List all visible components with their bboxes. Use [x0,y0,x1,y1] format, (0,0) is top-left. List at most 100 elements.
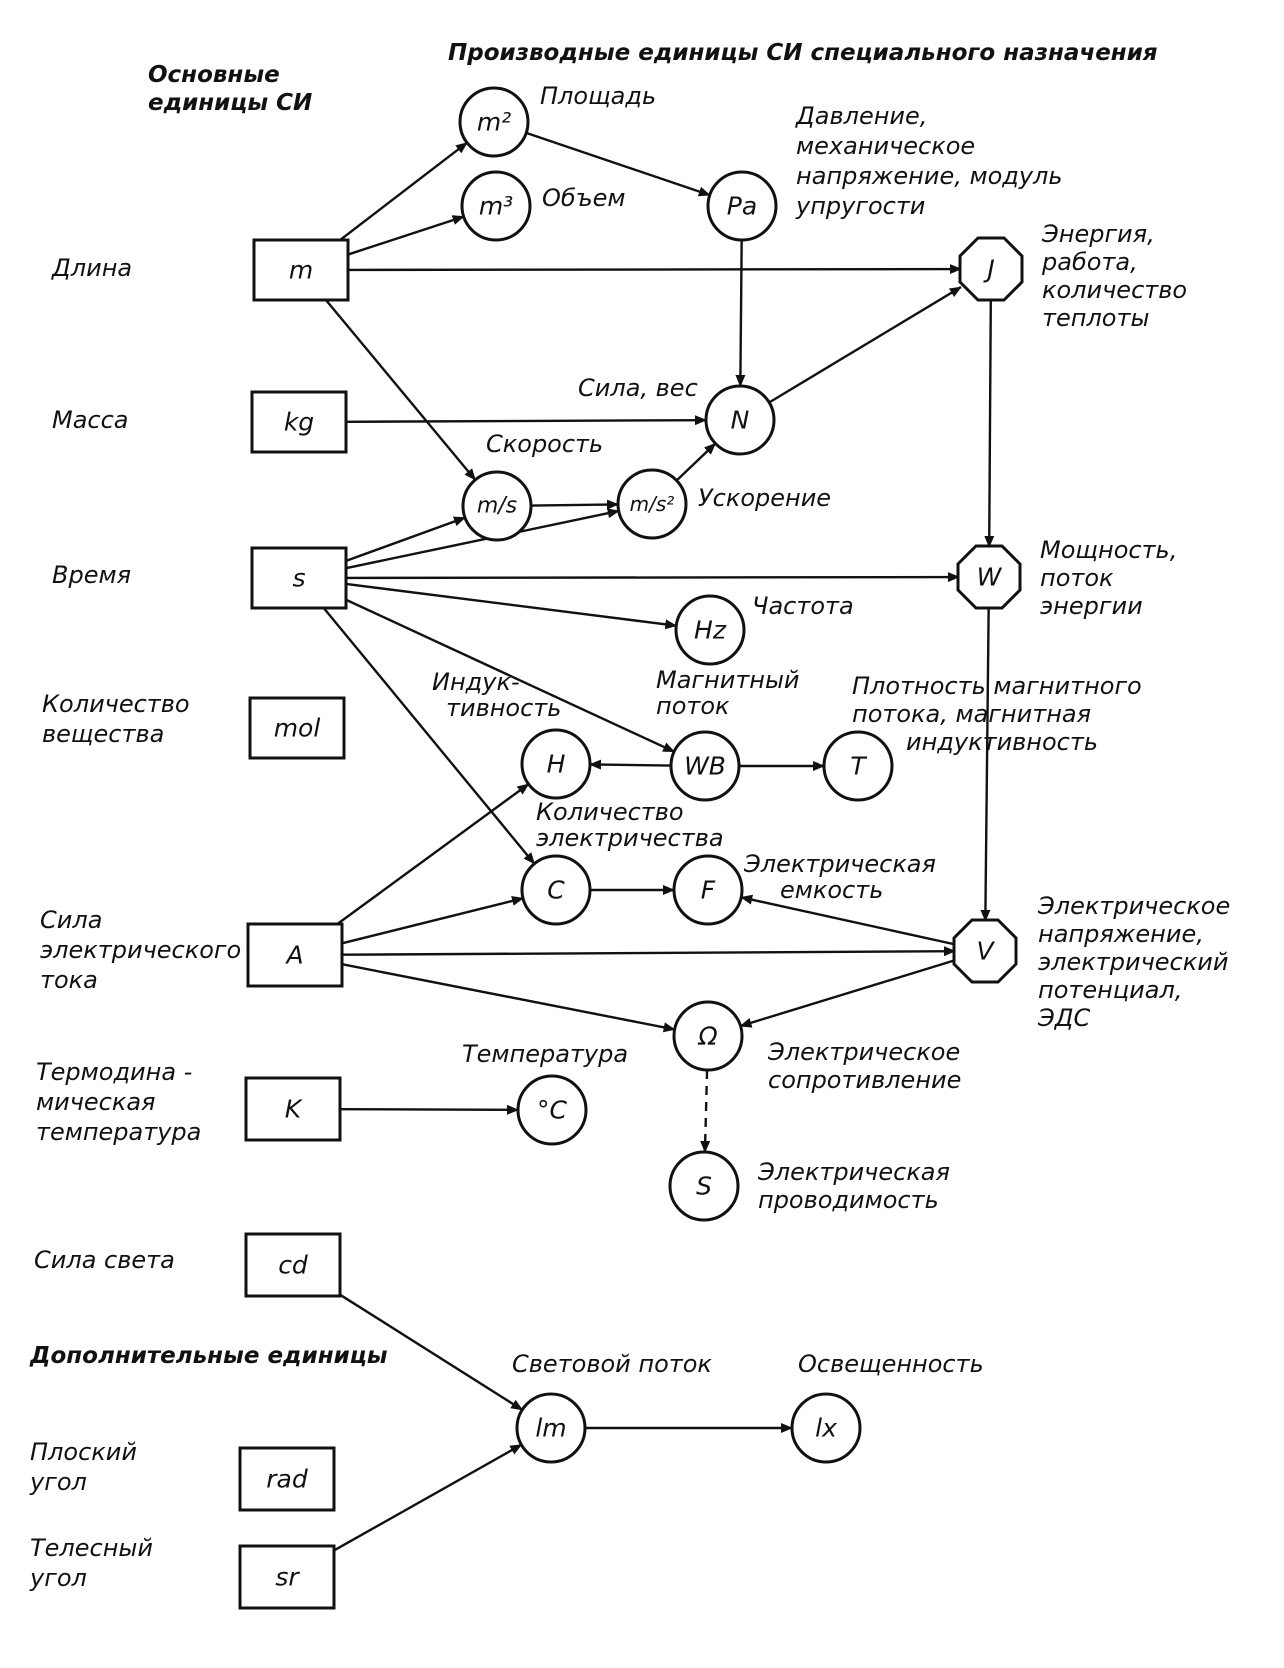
label-capacitance-line-2: емкость [780,876,883,904]
unit-symbol-Wb: WB [684,752,726,781]
label-plane-angle-line-2: угол [29,1468,87,1496]
label-time: Время [52,561,131,589]
label-pressure-line-4: упругости [795,192,925,220]
label-amount-line-2: вещества [42,720,164,748]
unit-symbol-rad: rad [266,1465,308,1494]
edge-W-to-V [980,607,991,922]
label-charge-line-1: Количество [536,798,684,826]
edge-s-to-Hz [345,582,678,630]
unit-node-Wb: WB [669,730,741,802]
unit-symbol-ms2: m/s² [630,492,675,516]
edge-K-to-degC [339,1104,520,1115]
label-voltage-line-2: напряжение, [1038,920,1204,948]
unit-node-lm: lm [515,1392,587,1464]
edge-N-to-J [768,286,962,404]
unit-node-W: W [956,544,1022,610]
label-voltage-line-1: Электрическое [1037,892,1230,920]
unit-symbol-Hz: Hz [694,616,727,645]
label-resistance: Электрическое сопротивление [767,1038,961,1094]
unit-symbol-A: A [284,941,303,970]
label-energy-line-2: работа, [1041,248,1138,276]
unit-node-K: K [244,1076,342,1142]
edge-J-to-W [984,299,995,548]
header-base-line-2: единицы СИ [148,90,312,116]
edge-ms-to-ms2 [530,499,620,510]
unit-symbol-degC: °C [537,1096,568,1125]
label-thermodynamic-temperature: Термодина - мическая температура [36,1058,201,1146]
label-inductance-line-1: Индук- [432,668,520,696]
label-flux-density: Плотность магнитного потока, магнитная и… [852,672,1142,756]
unit-node-C: C [520,854,592,926]
label-pressure-line-1: Давление, [795,102,927,130]
label-conductance: Электрическая проводимость [757,1158,950,1214]
label-solid-angle-line-1: Телесный [30,1534,153,1562]
label-charge-line-2: электричества [536,824,724,852]
unit-node-degC: °C [516,1074,588,1146]
unit-node-ms2: m/s² [616,468,688,540]
label-amount-of-substance: Количество вещества [42,690,190,748]
unit-symbol-V: V [976,937,995,966]
unit-node-F: F [672,854,744,926]
unit-node-mol: mol [248,696,346,760]
label-flux-density-line-3: индуктивность [906,728,1098,756]
label-luminous-flux: Световой поток [512,1350,712,1378]
label-temperature-line-3: температура [36,1118,201,1146]
unit-symbol-mol: mol [274,714,321,743]
unit-symbol-S: S [696,1172,712,1201]
label-energy: Энергия, работа, количество теплоты [1041,220,1187,332]
label-current-line-2: электрического [40,936,241,964]
label-temperature-line-2: мическая [36,1088,155,1116]
label-force: Сила, вес [578,374,698,402]
edge-m-to-J [347,264,962,275]
label-acceleration: Ускорение [698,484,831,512]
header-base-line-1: Основные [148,62,280,88]
label-length: Длина [51,254,132,282]
label-temperature-line-1: Термодина - [36,1058,192,1086]
label-electric-current: Сила электрического тока [40,906,241,994]
label-flux-density-line-1: Плотность магнитного [852,672,1142,700]
edge-m-to-ms [324,299,477,481]
header-supplementary-units: Дополнительные единицы [29,1343,388,1369]
edge-A-to-C [341,896,524,945]
label-power-line-1: Мощность, [1040,536,1177,564]
unit-node-s: s [250,546,348,610]
label-conductance-line-1: Электрическая [757,1158,950,1186]
label-luminous-intensity: Сила света [34,1246,175,1274]
edge-A-to-H [336,783,530,925]
label-voltage-line-3: электрический [1038,948,1228,976]
unit-node-Hz: Hz [674,594,746,666]
unit-symbol-K: K [285,1095,304,1124]
edge-A-to-V [341,946,956,957]
edge-V-to-F [740,894,956,946]
unit-symbol-m: m [289,256,313,285]
unit-node-lx: lx [790,1392,862,1464]
edge-m2-to-Pa [525,131,711,197]
label-pressure: Давление, механическое напряжение, модул… [795,102,1063,220]
unit-node-N: N [704,384,776,456]
label-current-line-3: тока [40,966,98,994]
label-power-line-3: энергии [1040,592,1143,620]
label-voltage-line-5: ЭДС [1037,1004,1091,1032]
unit-symbol-T: T [850,752,867,781]
unit-symbol-ms: m/s [477,494,517,519]
edge-s-to-ms [345,516,466,563]
unit-symbol-F: F [701,876,716,905]
unit-node-cd: cd [244,1232,342,1298]
edge-s-to-W [345,572,960,583]
label-solid-angle-line-2: угол [29,1564,87,1592]
label-volume: Объем [542,184,626,212]
unit-node-Pa: Pa [706,170,778,242]
unit-symbol-C: C [547,876,565,905]
unit-symbol-H: H [547,750,566,779]
unit-node-m: m [252,238,350,302]
label-magnetic-flux-line-1: Магнитный [656,666,800,694]
label-solid-angle: Телесный угол [29,1534,153,1592]
unit-symbol-lm: lm [535,1414,566,1443]
edge-ms2-to-N [675,442,717,482]
edge-m-to-m2 [339,141,468,241]
unit-node-H: H [520,728,592,800]
unit-symbol-sr: sr [275,1563,300,1592]
label-resistance-line-1: Электрическое [767,1038,960,1066]
label-conductance-line-2: проводимость [758,1186,939,1214]
unit-symbol-Ohm: Ω [697,1022,717,1051]
